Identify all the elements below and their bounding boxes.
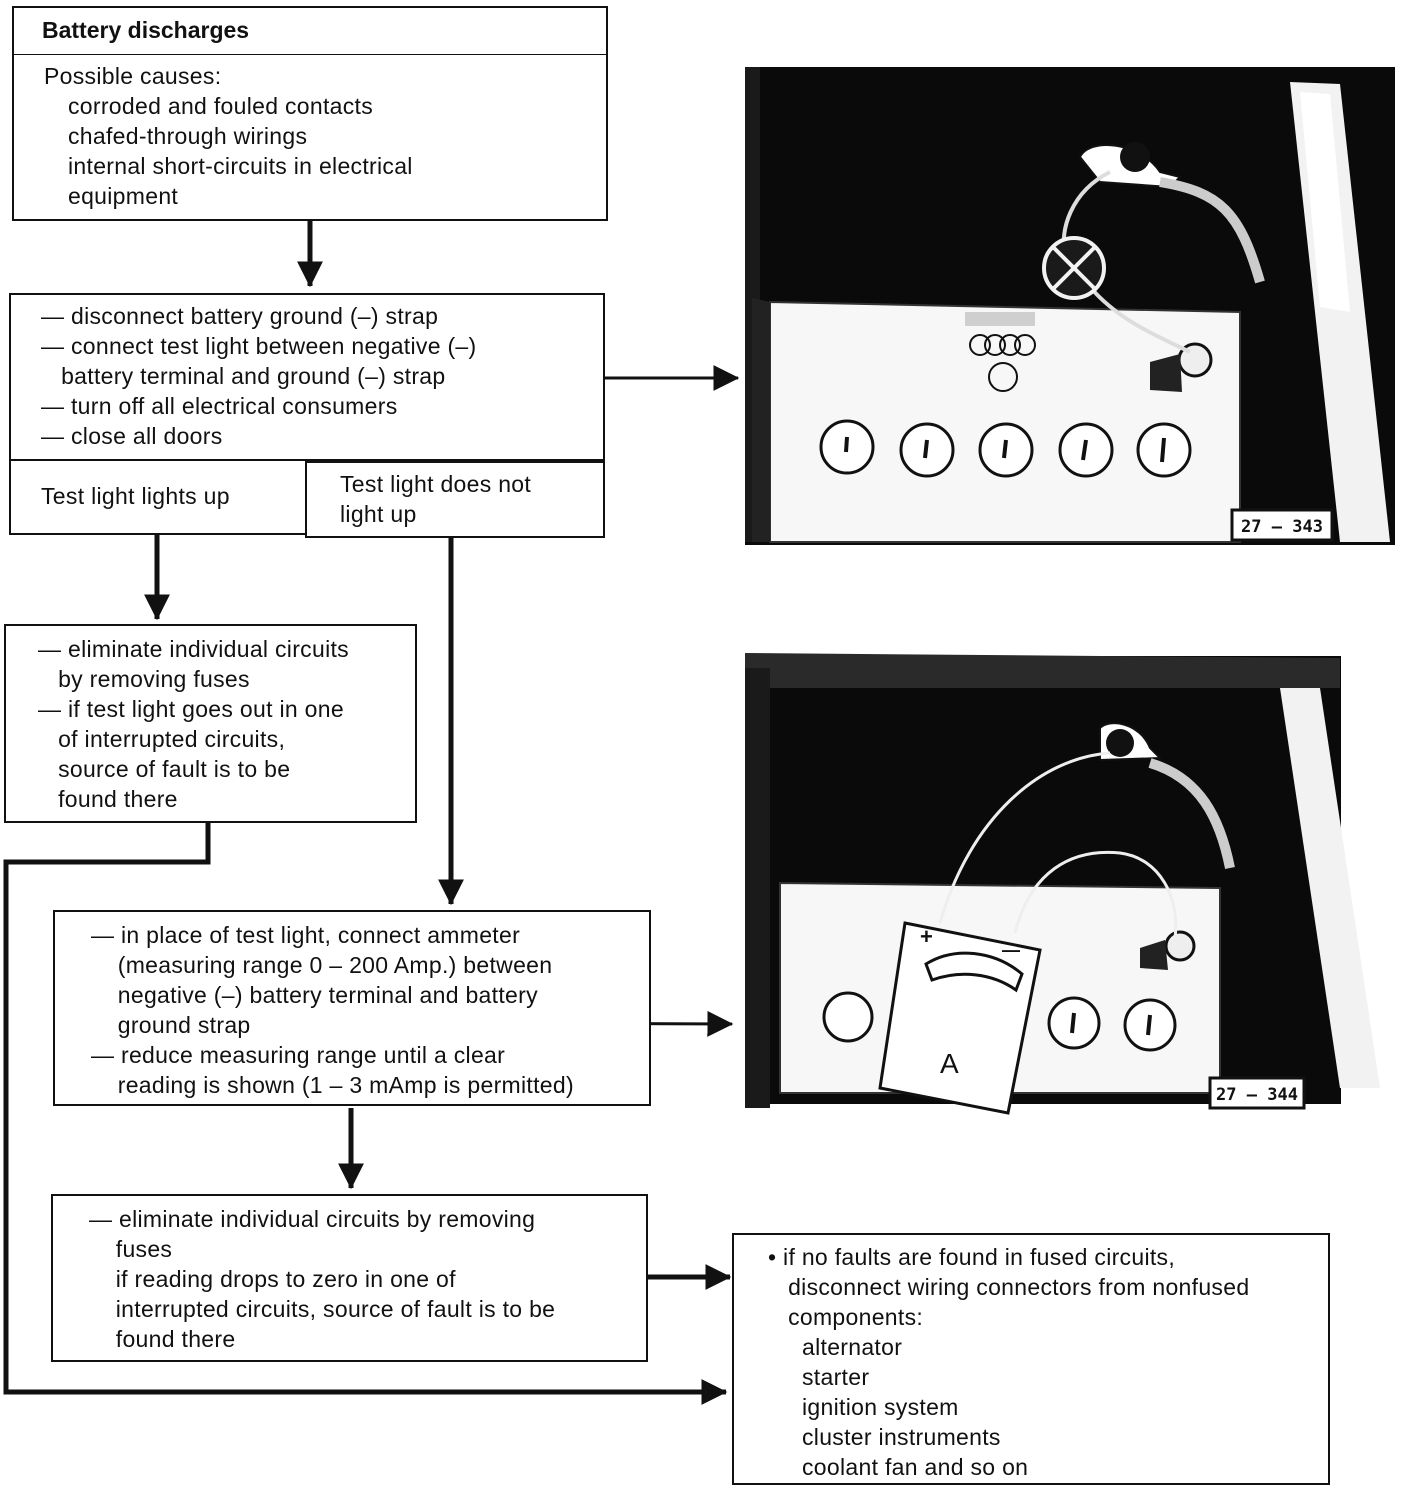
instruction-line: — eliminate individual circuits [38,636,349,662]
ammeter-lead-plus [938,751,1111,924]
title-box: Battery discharges [12,6,608,56]
ammeter-plus-sign: + [920,924,933,949]
step-line: — close all doors [41,423,223,449]
branch-not-lit-label: Test light does not [340,471,532,497]
instruction-line: of interrupted circuits, [38,726,286,752]
instruction-line: source of fault is to be [38,756,291,782]
branch-not-lit: Test light does not light up [305,461,605,538]
figure-id-badge [1230,508,1334,542]
figure-id-badge [1208,1076,1306,1110]
step-line: — turn off all electrical consumers [41,393,398,419]
instruction-line: ground strap [91,1012,251,1038]
component-item: coolant fan and so on [802,1454,1029,1480]
instruction-line: if reading drops to zero in one of [89,1266,456,1292]
figure-id: 27 – 344 [1216,1085,1298,1105]
causes-heading: Possible causes: [44,63,222,89]
instruction-line: interrupted circuits, source of fault is… [89,1296,556,1322]
eliminate-fuses-light-box: — eliminate individual circuits by remov… [4,624,417,823]
cause-item: chafed-through wirings [68,123,308,149]
instruction-line: reading is shown (1 – 3 mAmp is permitte… [91,1072,574,1098]
test-light-steps-box: — disconnect battery ground (–) strap — … [9,293,605,461]
instruction-line: (measuring range 0 – 200 Amp.) between [91,952,553,978]
ammeter-steps-box: — in place of test light, connect ammete… [53,910,651,1106]
nonfused-components-box: • if no faults are found in fused circui… [732,1233,1330,1485]
cell-cap [822,991,874,1043]
step-line: — disconnect battery ground (–) strap [41,303,439,329]
instruction-line: — reduce measuring range until a clear [91,1042,506,1068]
step-line: battery terminal and ground (–) strap [41,363,446,389]
instruction-line: — if test light goes out in one [38,696,344,722]
instruction-line: — in place of test light, connect ammete… [91,922,521,948]
instruction-line: — eliminate individual circuits by remov… [89,1206,536,1232]
branch-lights-up-label: Test light lights up [41,483,230,509]
ammeter-letter: A [940,1048,959,1079]
instruction-line: negative (–) battery terminal and batter… [91,982,538,1008]
cause-item: internal short-circuits in electrical [68,153,413,179]
instruction-line: components: [768,1304,924,1330]
ammeter-lead-minus [1013,850,1178,939]
component-item: ignition system [802,1394,959,1420]
branch-not-lit-label: light up [340,501,417,527]
component-item: alternator [802,1334,903,1360]
instruction-line: found there [38,786,178,812]
branch-lights-up: Test light lights up [9,459,308,535]
instruction-line: fuses [89,1236,173,1262]
cause-item: equipment [68,183,179,209]
photo-ammeter-battery: + — A 27 – 344 [745,653,1380,1115]
instruction-line: disconnect wiring connectors from nonfus… [768,1274,1250,1300]
arrow-fuse-path-bypass [3,822,728,1405]
instruction-line: • if no faults are found in fused circui… [768,1244,1176,1270]
diagram-title: Battery discharges [42,17,250,43]
instruction-line: found there [89,1326,236,1352]
ammeter-minus-sign: — [1002,940,1020,960]
figure-id: 27 – 343 [1241,517,1323,537]
instruction-line: by removing fuses [38,666,250,692]
causes-box: Possible causes: corroded and fouled con… [12,55,608,221]
step-line: — connect test light between negative (–… [41,333,477,359]
cause-item: corroded and fouled contacts [68,93,374,119]
component-item: starter [802,1364,870,1390]
component-item: cluster instruments [802,1424,1001,1450]
photo-test-light-battery: 27 – 343 [745,67,1395,545]
eliminate-fuses-ammeter-box: — eliminate individual circuits by remov… [51,1194,648,1362]
